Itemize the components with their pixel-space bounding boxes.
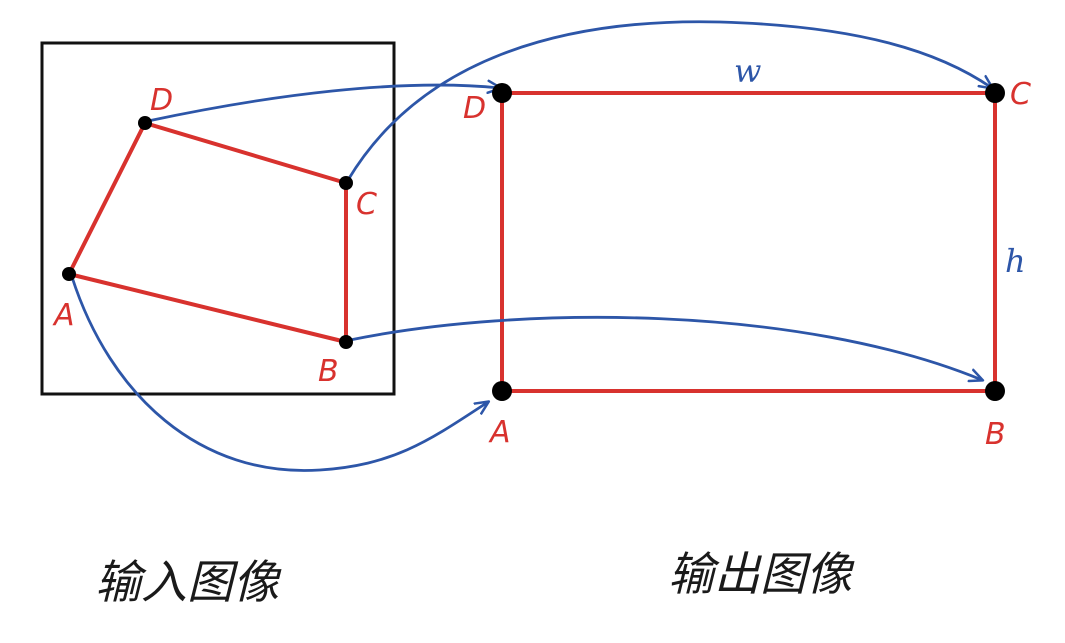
- height-label: h: [1005, 242, 1026, 280]
- output-label-c: C: [1010, 77, 1031, 112]
- output-label-d: D: [463, 91, 486, 126]
- arrow-b-to-b: [348, 316, 982, 380]
- input-point-b: [339, 335, 353, 349]
- output-image-caption: 输出图像: [668, 547, 855, 601]
- input-quadrilateral: [67, 121, 348, 344]
- input-image-caption: 输入图像: [95, 555, 282, 609]
- output-label-b: B: [985, 417, 1006, 452]
- input-label-d: D: [150, 83, 173, 118]
- output-point-b: [985, 381, 1005, 401]
- input-image-frame: [40, 41, 396, 396]
- input-label-c: C: [356, 187, 377, 222]
- input-point-d: [138, 116, 152, 130]
- input-point-c: [339, 176, 353, 190]
- input-label-b: B: [318, 354, 339, 389]
- arrow-c-to-c: [346, 20, 992, 182]
- output-point-c: [985, 83, 1005, 103]
- input-label-a: A: [52, 298, 75, 333]
- output-label-a: A: [488, 415, 511, 450]
- arrow-d-to-d: [146, 85, 500, 123]
- output-point-a: [492, 381, 512, 401]
- output-point-d: [492, 83, 512, 103]
- width-label: w: [734, 52, 761, 90]
- input-point-a: [62, 267, 76, 281]
- output-rectangle: [500, 91, 997, 393]
- arrow-a-to-a: [70, 275, 488, 472]
